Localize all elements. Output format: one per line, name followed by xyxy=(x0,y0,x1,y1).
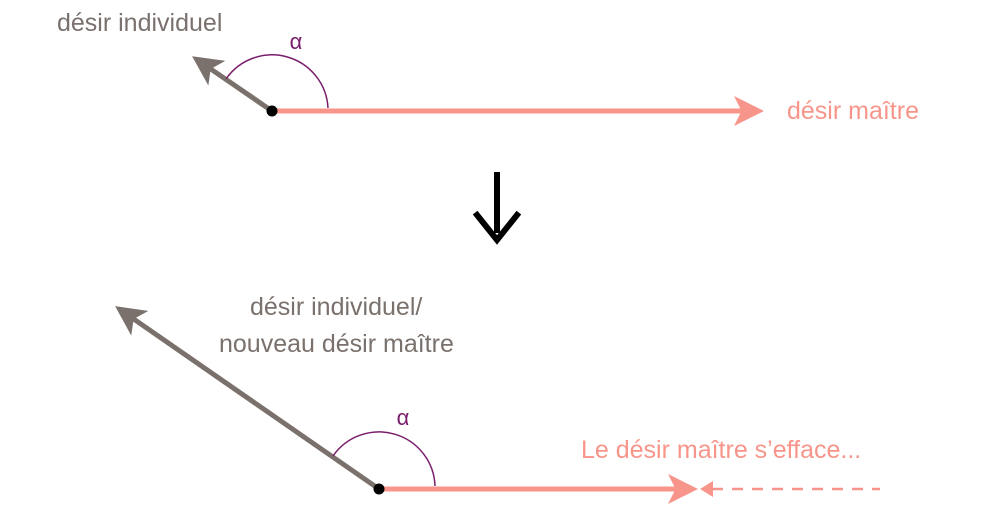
bottom-individual-desire-arrow xyxy=(115,306,381,492)
bottom-individual-label-line2: nouveau désir maître xyxy=(219,330,454,358)
top-diagram: désir individuel α désir maître xyxy=(57,9,919,126)
top-master-label: désir maître xyxy=(787,97,919,125)
top-individual-label: désir individuel xyxy=(57,9,222,37)
bottom-angle-arc xyxy=(332,431,436,487)
top-origin-dot xyxy=(266,105,278,117)
bottom-origin-dot xyxy=(373,483,385,495)
transition-down-arrow xyxy=(472,172,522,245)
bottom-fading-label: Le désir maître s’efface... xyxy=(581,436,861,464)
bottom-diagram: désir individuel/ nouveau désir maître α… xyxy=(115,293,880,504)
bottom-individual-label-line1: désir individuel/ xyxy=(250,293,422,321)
bottom-fading-arrowhead xyxy=(700,481,713,497)
top-angle-label: α xyxy=(290,29,303,54)
bottom-angle-label: α xyxy=(397,405,410,430)
top-angle-arc xyxy=(225,54,329,109)
top-individual-desire-arrow xyxy=(192,56,274,114)
